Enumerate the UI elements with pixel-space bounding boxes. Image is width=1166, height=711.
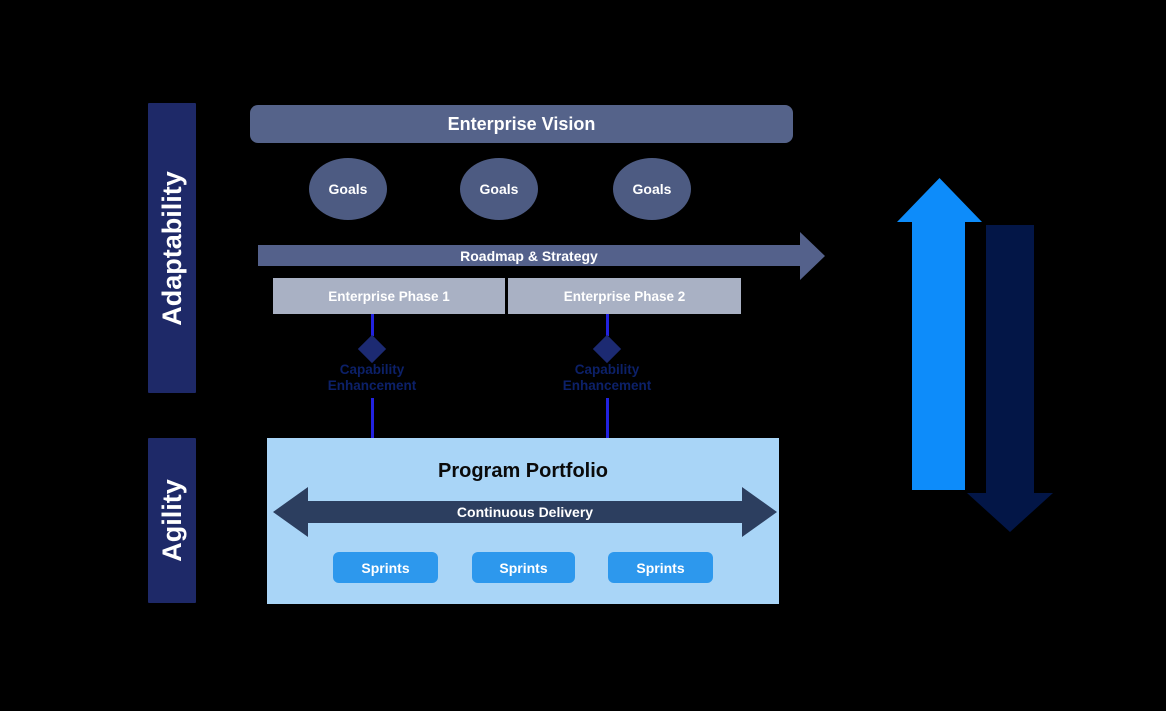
goal-label: Goals [632,181,672,197]
continuous-delivery-text: Continuous Delivery [456,503,594,520]
connector-line [606,314,609,336]
double-arrow-icon [273,487,777,537]
capability-enhancement-label: Capability Enhancement [307,362,437,394]
enterprise-phase-1-box: Enterprise Phase 1 [273,278,505,314]
enterprise-vision-bar: Enterprise Vision [250,105,793,143]
sprint-box: Sprints [472,552,575,583]
capability-enhancement-label: Capability Enhancement [542,362,672,394]
goal-ellipse: Goals [613,158,691,220]
goal-label: Goals [479,181,519,197]
continuous-delivery-arrow-shape [273,487,777,537]
feedback-flow-arrows [897,178,1053,532]
agility-band: Agility [148,438,196,603]
capability-line1: Capability [574,362,640,377]
sprint-box: Sprints [608,552,713,583]
roadmap-arrow-shape [258,232,825,280]
continuous-delivery-label: Continuous Delivery [273,500,777,523]
up-arrow-icon [897,178,982,490]
enterprise-phase-2-box: Enterprise Phase 2 [508,278,741,314]
sprint-label: Sprints [636,559,685,576]
adaptability-label: Adaptability [156,170,187,326]
roadmap-strategy-text: Roadmap & Strategy [460,247,598,264]
milestone-diamond-icon [357,334,387,364]
right-arrow-icon [258,232,825,280]
enterprise-phase-2-label: Enterprise Phase 2 [563,288,686,304]
agility-label: Agility [156,479,187,562]
capability-line1: Capability [339,362,405,377]
goal-ellipse: Goals [309,158,387,220]
down-arrow-icon [967,225,1053,532]
program-portfolio-title: Program Portfolio [437,460,608,482]
connector-line [371,398,374,448]
sprint-label: Sprints [499,559,548,576]
capability-line2: Enhancement [562,378,652,393]
enterprise-phase-1-label: Enterprise Phase 1 [328,288,450,304]
sprint-label: Sprints [361,559,410,576]
sprint-box: Sprints [333,552,438,583]
connector-line [371,314,374,336]
milestone-diamond-icon [592,334,622,364]
capability-line2: Enhancement [327,378,417,393]
goal-label: Goals [328,181,368,197]
enterprise-vision-label: Enterprise Vision [447,113,596,134]
adaptability-band: Adaptability [148,103,196,393]
goal-ellipse: Goals [460,158,538,220]
connector-line [606,398,609,448]
roadmap-strategy-label: Roadmap & Strategy [258,245,800,266]
